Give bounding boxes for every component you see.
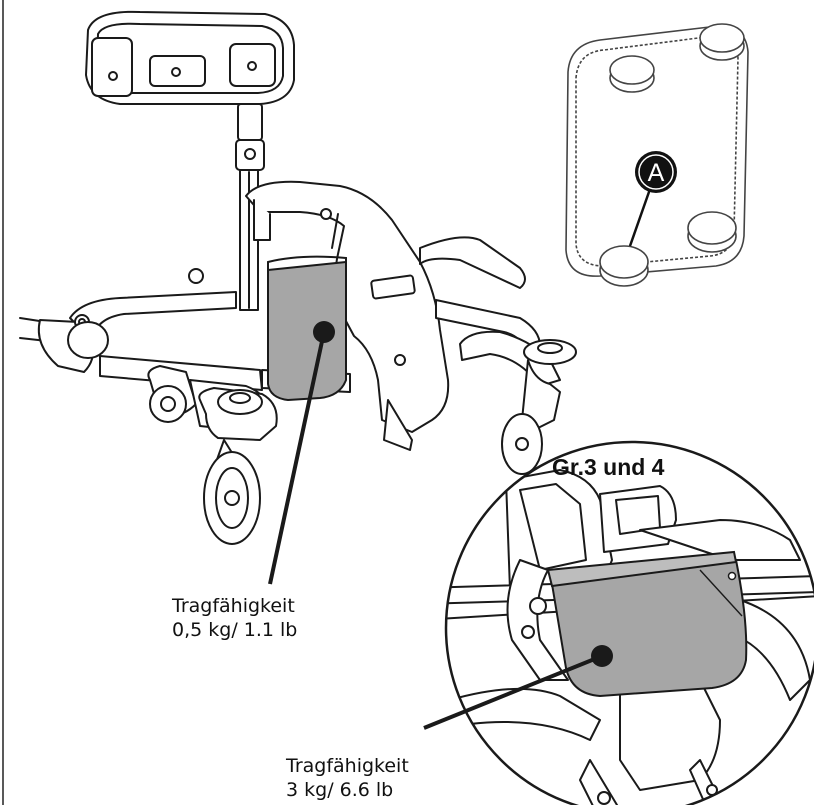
- marker-a-letter: A: [648, 159, 665, 187]
- bag-large-flap: [546, 550, 738, 588]
- detail-inset: [444, 440, 814, 805]
- caster-front-right: [198, 387, 278, 545]
- leader-line-large: [423, 654, 603, 730]
- capacity-label-small-title: Tragfähigkeit: [172, 595, 295, 617]
- capacity-label-large: Tragfähigkeit 3 kg/ 6.6 lb: [286, 754, 409, 802]
- bag-small-strap: [267, 255, 347, 270]
- marker-a: A: [635, 151, 677, 193]
- leader-dot-large: [591, 645, 613, 667]
- caster-rear-right: [501, 339, 577, 475]
- velcro-pad: [699, 23, 745, 61]
- pelvic-frame: [245, 180, 450, 451]
- bag-large-rivet: [727, 571, 737, 581]
- capacity-label-small-value: 0,5 kg/ 1.1 lb: [172, 619, 298, 641]
- caster-rear-left: [67, 321, 109, 359]
- size-group-label: Gr.3 und 4: [552, 454, 665, 480]
- leader-line-small: [268, 331, 326, 585]
- velcro-pad: [609, 55, 655, 93]
- bag-large-fold: [699, 569, 743, 617]
- trunk-ring: [85, 10, 295, 105]
- velcro-pad: [599, 245, 649, 287]
- walker-illustration: [19, 10, 577, 545]
- bag-small: [267, 260, 347, 402]
- velcro-pad: [687, 211, 737, 253]
- velcro-pad-inset: [565, 23, 749, 287]
- capacity-label-small: Tragfähigkeit 0,5 kg/ 1.1 lb: [172, 594, 297, 642]
- capacity-label-large-value: 3 kg/ 6.6 lb: [286, 779, 394, 801]
- capacity-label-large-title: Tragfähigkeit: [286, 755, 409, 777]
- leader-dot-small: [313, 321, 335, 343]
